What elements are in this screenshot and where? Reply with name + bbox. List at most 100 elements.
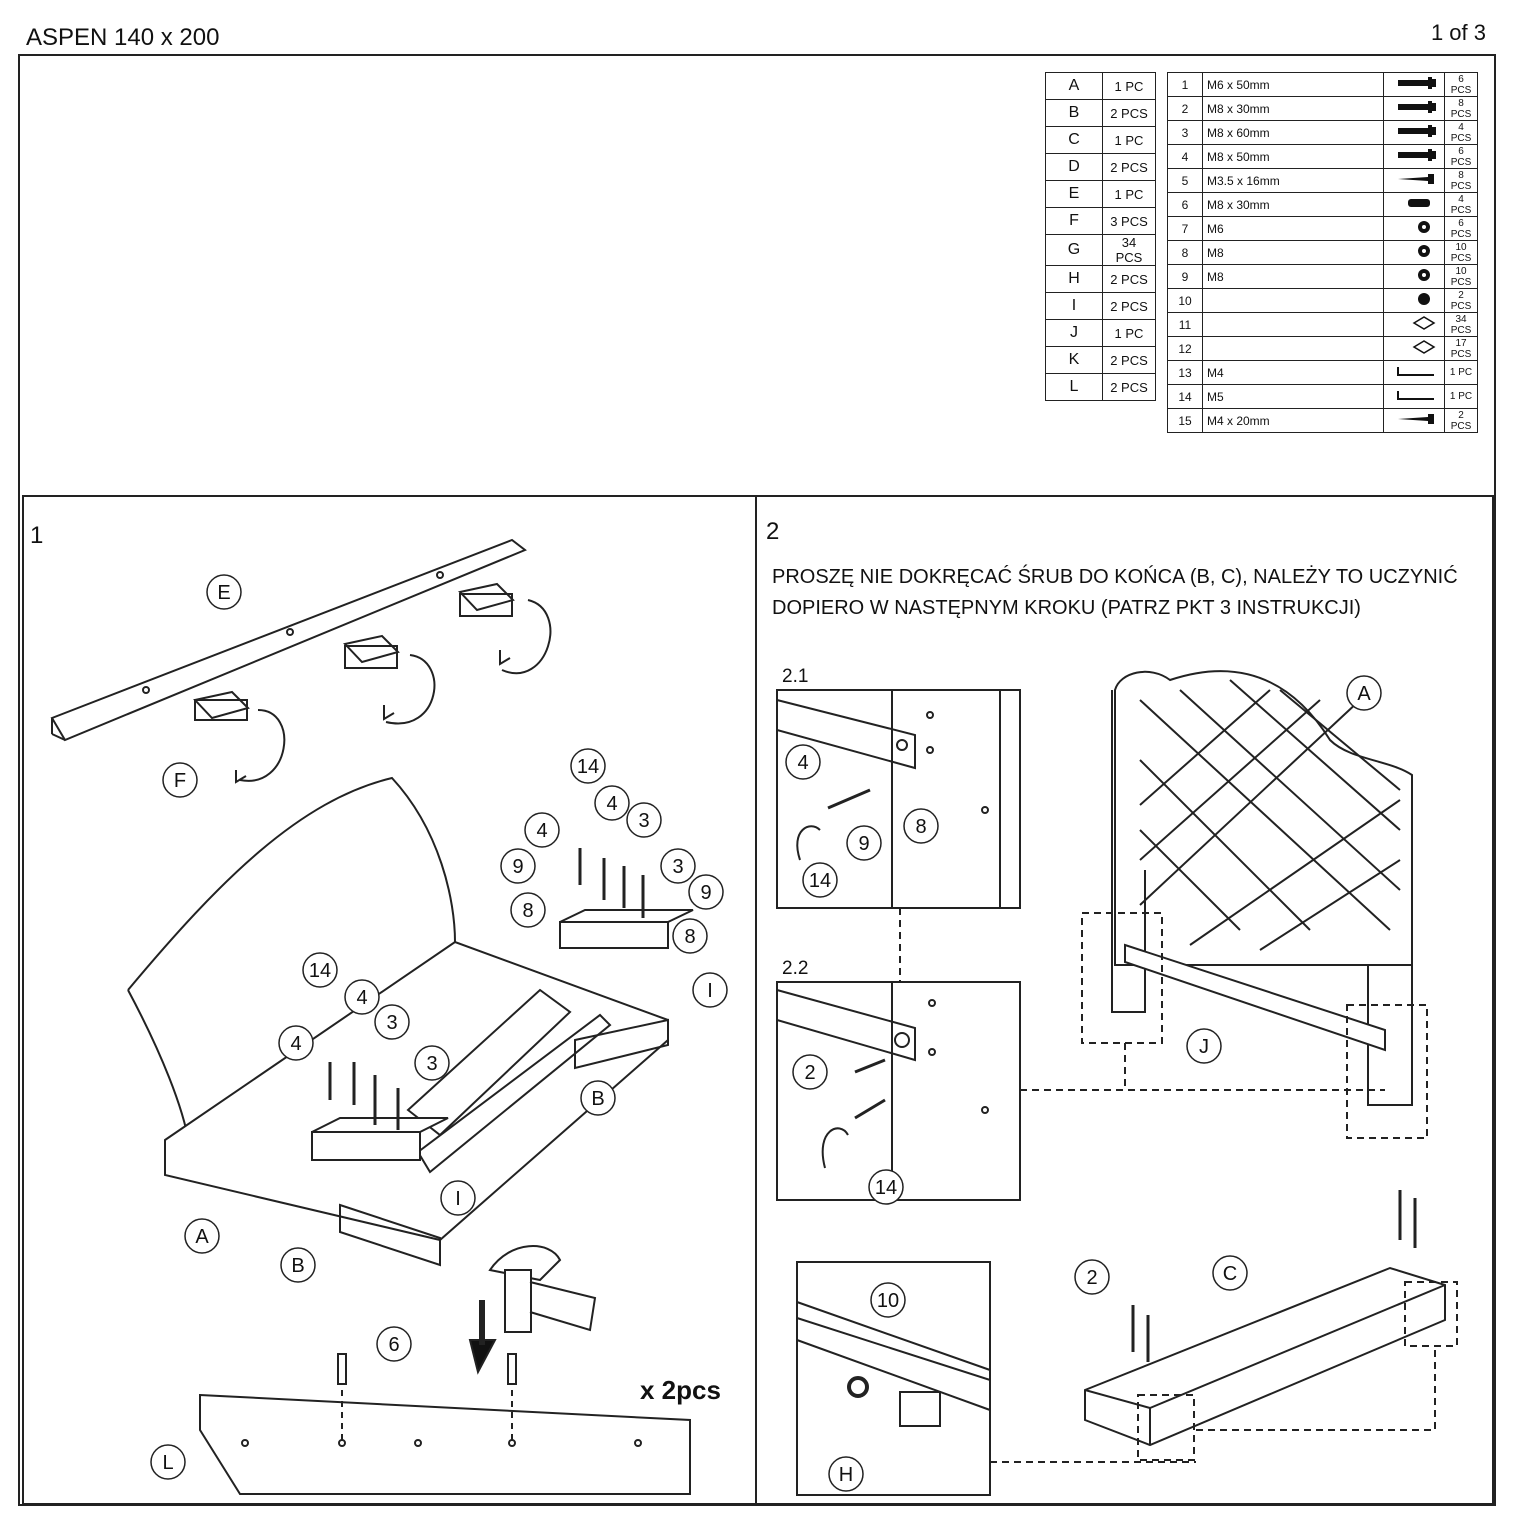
page-frame — [18, 54, 1496, 1506]
hardware-qty: 1 PC — [1444, 384, 1478, 409]
hardware-row: 4 M8 x 50mm 6 PCS — [1167, 144, 1478, 169]
parts-letter-row: D 2 PCS — [1045, 153, 1156, 181]
hardware-row: 10 2 PCS — [1167, 288, 1478, 313]
hardware-row: 8 M8 10 PCS — [1167, 240, 1478, 265]
callout-label: I — [455, 1188, 461, 1210]
callout-circle — [278, 1025, 314, 1061]
callout-label: A — [195, 1226, 209, 1248]
part-letter: G — [1045, 234, 1103, 266]
hardware-qty: 10 PCS — [1444, 240, 1478, 265]
callout-circle — [344, 979, 380, 1015]
callout-circle — [792, 1054, 828, 1090]
callout-label: A — [1357, 683, 1371, 705]
callout-label: J — [1199, 1036, 1209, 1058]
callout-label: 8 — [684, 926, 695, 948]
callout-label: B — [591, 1088, 604, 1110]
callout-label: 9 — [858, 833, 869, 855]
callout-circle — [376, 1326, 412, 1362]
callout-label: 4 — [356, 987, 367, 1009]
part-qty: 2 PCS — [1102, 99, 1156, 127]
connector-blocks-f — [193, 582, 552, 784]
parts-letter-row: E 1 PC — [1045, 180, 1156, 208]
hardware-qty: 2 PCS — [1444, 408, 1478, 433]
hardware-qty: 8 PCS — [1444, 168, 1478, 193]
callout-label: 8 — [522, 900, 533, 922]
hardware-spec: M6 x 50mm — [1202, 72, 1384, 97]
hardware-spec: M3.5 x 16mm — [1202, 168, 1384, 193]
part-qty: 2 PCS — [1102, 153, 1156, 181]
callout-label: L — [162, 1452, 173, 1474]
callout-label: 10 — [877, 1290, 899, 1312]
steps-frame — [22, 495, 1494, 1505]
callout-circle — [870, 1282, 906, 1318]
callout-label: 9 — [700, 882, 711, 904]
part-qty: 2 PCS — [1102, 346, 1156, 374]
parts-letter-row: B 2 PCS — [1045, 99, 1156, 127]
part-qty: 1 PC — [1102, 126, 1156, 154]
callout-circle — [374, 1004, 410, 1040]
callout-circle — [903, 808, 939, 844]
callout-circle — [1346, 675, 1382, 711]
step-2-2-label: 2.2 — [782, 958, 809, 979]
hardware-qty: 10 PCS — [1444, 264, 1478, 289]
hardware-qty: 6 PCS — [1444, 72, 1478, 97]
hardware-row: 9 M8 10 PCS — [1167, 264, 1478, 289]
dowel-icon — [1383, 192, 1445, 217]
slat-holder-icon — [1383, 336, 1445, 361]
hardware-spec: M8 — [1202, 240, 1384, 265]
slat-l-drawing — [199, 1353, 691, 1495]
callout-circle — [594, 785, 630, 821]
callout-circle — [500, 848, 536, 884]
callout-label: 9 — [512, 856, 523, 878]
footboard-c — [990, 1190, 1458, 1463]
callout-circle — [302, 952, 338, 988]
part-qty: 3 PCS — [1102, 207, 1156, 235]
part-letter: D — [1045, 153, 1103, 181]
part-letter: L — [1045, 373, 1103, 401]
callout-circle — [1212, 1255, 1248, 1291]
callout-circle — [672, 918, 708, 954]
callout-label: B — [291, 1255, 304, 1277]
hardware-row: 6 M8 x 30mm 4 PCS — [1167, 192, 1478, 217]
callout-circle — [1186, 1028, 1222, 1064]
callout-circle — [785, 744, 821, 780]
callout-circle — [414, 1045, 450, 1081]
steps-divider — [755, 495, 757, 1505]
callout-circle — [206, 574, 242, 610]
hardware-number: 7 — [1167, 216, 1203, 241]
callout-circle — [846, 825, 882, 861]
callout-label: 8 — [915, 816, 926, 838]
hardware-qty: 6 PCS — [1444, 216, 1478, 241]
step-2-number: 2 — [766, 518, 780, 545]
callout-circle — [660, 848, 696, 884]
document-title: ASPEN 140 x 200 — [26, 24, 220, 51]
hardware-row: 5 M3.5 x 16mm 8 PCS — [1167, 168, 1478, 193]
callout-circle — [626, 802, 662, 838]
step-1-number: 1 — [30, 522, 44, 549]
bolt-icon — [1383, 120, 1445, 145]
hardware-number: 9 — [1167, 264, 1203, 289]
hardware-spec: M8 x 50mm — [1202, 144, 1384, 169]
hardware-number: 4 — [1167, 144, 1203, 169]
hardware-row: 14 M5 1 PC — [1167, 384, 1478, 409]
callout-label: 14 — [875, 1177, 897, 1199]
headboard-a-flat — [127, 776, 694, 1267]
hardware-qty: 17 PCS — [1444, 336, 1478, 361]
parts-letter-row: C 1 PC — [1045, 126, 1156, 154]
parts-letter-row: F 3 PCS — [1045, 207, 1156, 235]
callout-label: 2 — [1086, 1267, 1097, 1289]
hardware-row: 13 M4 1 PC — [1167, 360, 1478, 385]
hardware-qty: 4 PCS — [1444, 192, 1478, 217]
callout-label: F — [174, 770, 186, 792]
parts-letter-row: G 34 PCS — [1045, 234, 1156, 266]
hardware-qty: 34 PCS — [1444, 312, 1478, 337]
callout-circle — [580, 1080, 616, 1116]
callout-label: H — [839, 1464, 853, 1486]
callout-label: C — [1223, 1263, 1237, 1285]
hardware-spec — [1202, 288, 1384, 313]
bolt-group-step1 — [328, 848, 645, 1130]
callout-circle — [524, 812, 560, 848]
